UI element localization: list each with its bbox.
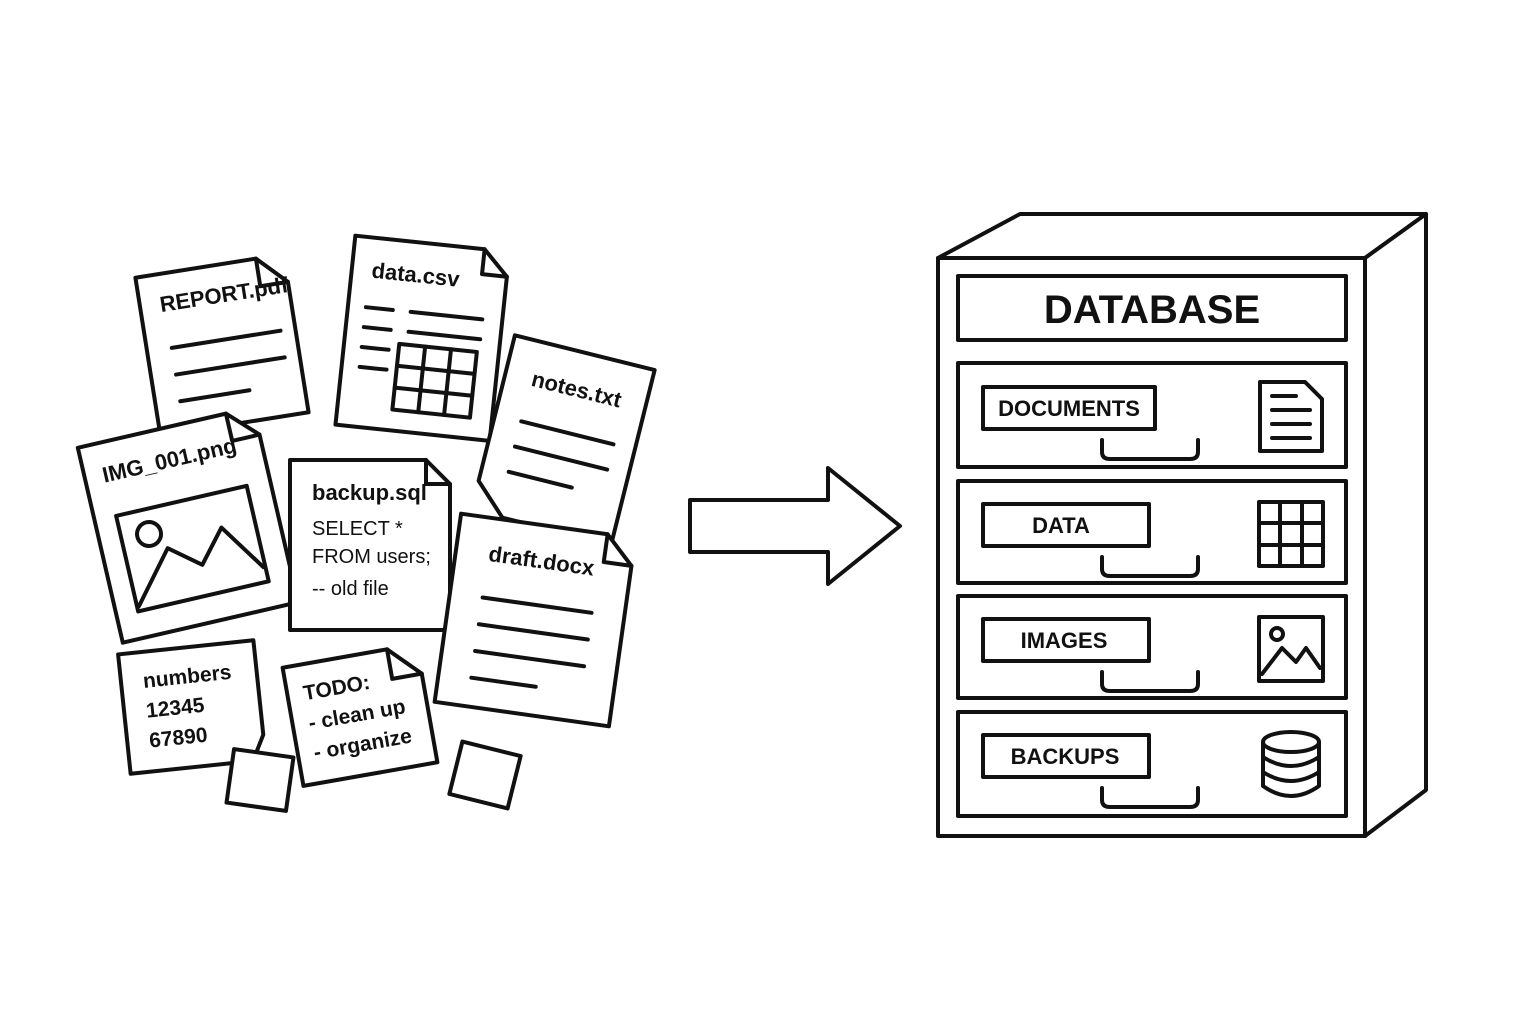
drawer-label: BACKUPS: [1011, 744, 1120, 769]
drawer-label-box: [981, 733, 1151, 779]
drawer-handle[interactable]: [1100, 555, 1200, 578]
image-icon: [1257, 615, 1325, 683]
file-notes-txt: notes.txt: [476, 333, 657, 547]
drawer-documents[interactable]: DOCUMENTS: [956, 361, 1348, 469]
sql-line-2: FROM users;: [312, 546, 431, 568]
sql-line-3: -- old file: [312, 578, 389, 600]
file-name: backup.sql: [312, 480, 427, 505]
drawer-handle[interactable]: [1100, 670, 1200, 693]
database-icon: [1261, 730, 1321, 798]
note-numbers: numbers 12345 67890: [116, 638, 266, 776]
drawer-label-box: [981, 617, 1151, 663]
drawer-images[interactable]: IMAGES: [956, 594, 1348, 700]
database-title-panel: DATABASE: [956, 274, 1348, 342]
scattered-files: REPORT.pdf data.csv: [75, 233, 657, 813]
file-report-pdf: REPORT.pdf: [133, 256, 311, 438]
image-icon: [114, 483, 271, 614]
file-data-csv: data.csv: [333, 233, 509, 443]
note-todo: TODO: - clean up - organize: [280, 647, 440, 788]
right-arrow-icon: [688, 466, 902, 586]
blank-note-square: [447, 739, 523, 811]
file-backup-sql: backup.sql SELECT * FROM users; -- old f…: [288, 458, 452, 632]
drawer-handle[interactable]: [1100, 786, 1200, 809]
cabinet-side: [1363, 212, 1428, 838]
database-cabinet: DATABASE DOCUMENTS DATA: [936, 212, 1428, 838]
drawer-data[interactable]: DATA: [956, 479, 1348, 585]
spreadsheet-grid-icon: [390, 341, 479, 420]
grid-icon: [1257, 500, 1325, 568]
drawer-backups[interactable]: BACKUPS: [956, 710, 1348, 818]
drawer-label: DATA: [1032, 513, 1090, 538]
blank-note-square: [224, 747, 296, 813]
cabinet-top: [936, 212, 1428, 260]
drawer-label: DOCUMENTS: [998, 396, 1140, 421]
file-image-png: IMG_001.png: [75, 411, 301, 645]
drawer-label: IMAGES: [1021, 628, 1108, 653]
document-icon: [1258, 380, 1324, 453]
drawer-label-box: [981, 502, 1151, 548]
drawer-label-box: [981, 385, 1157, 431]
drawer-handle[interactable]: [1100, 438, 1200, 461]
database-title: DATABASE: [1044, 288, 1260, 332]
sql-line-1: SELECT *: [312, 518, 403, 540]
file-draft-docx: draft.docx: [432, 511, 634, 729]
